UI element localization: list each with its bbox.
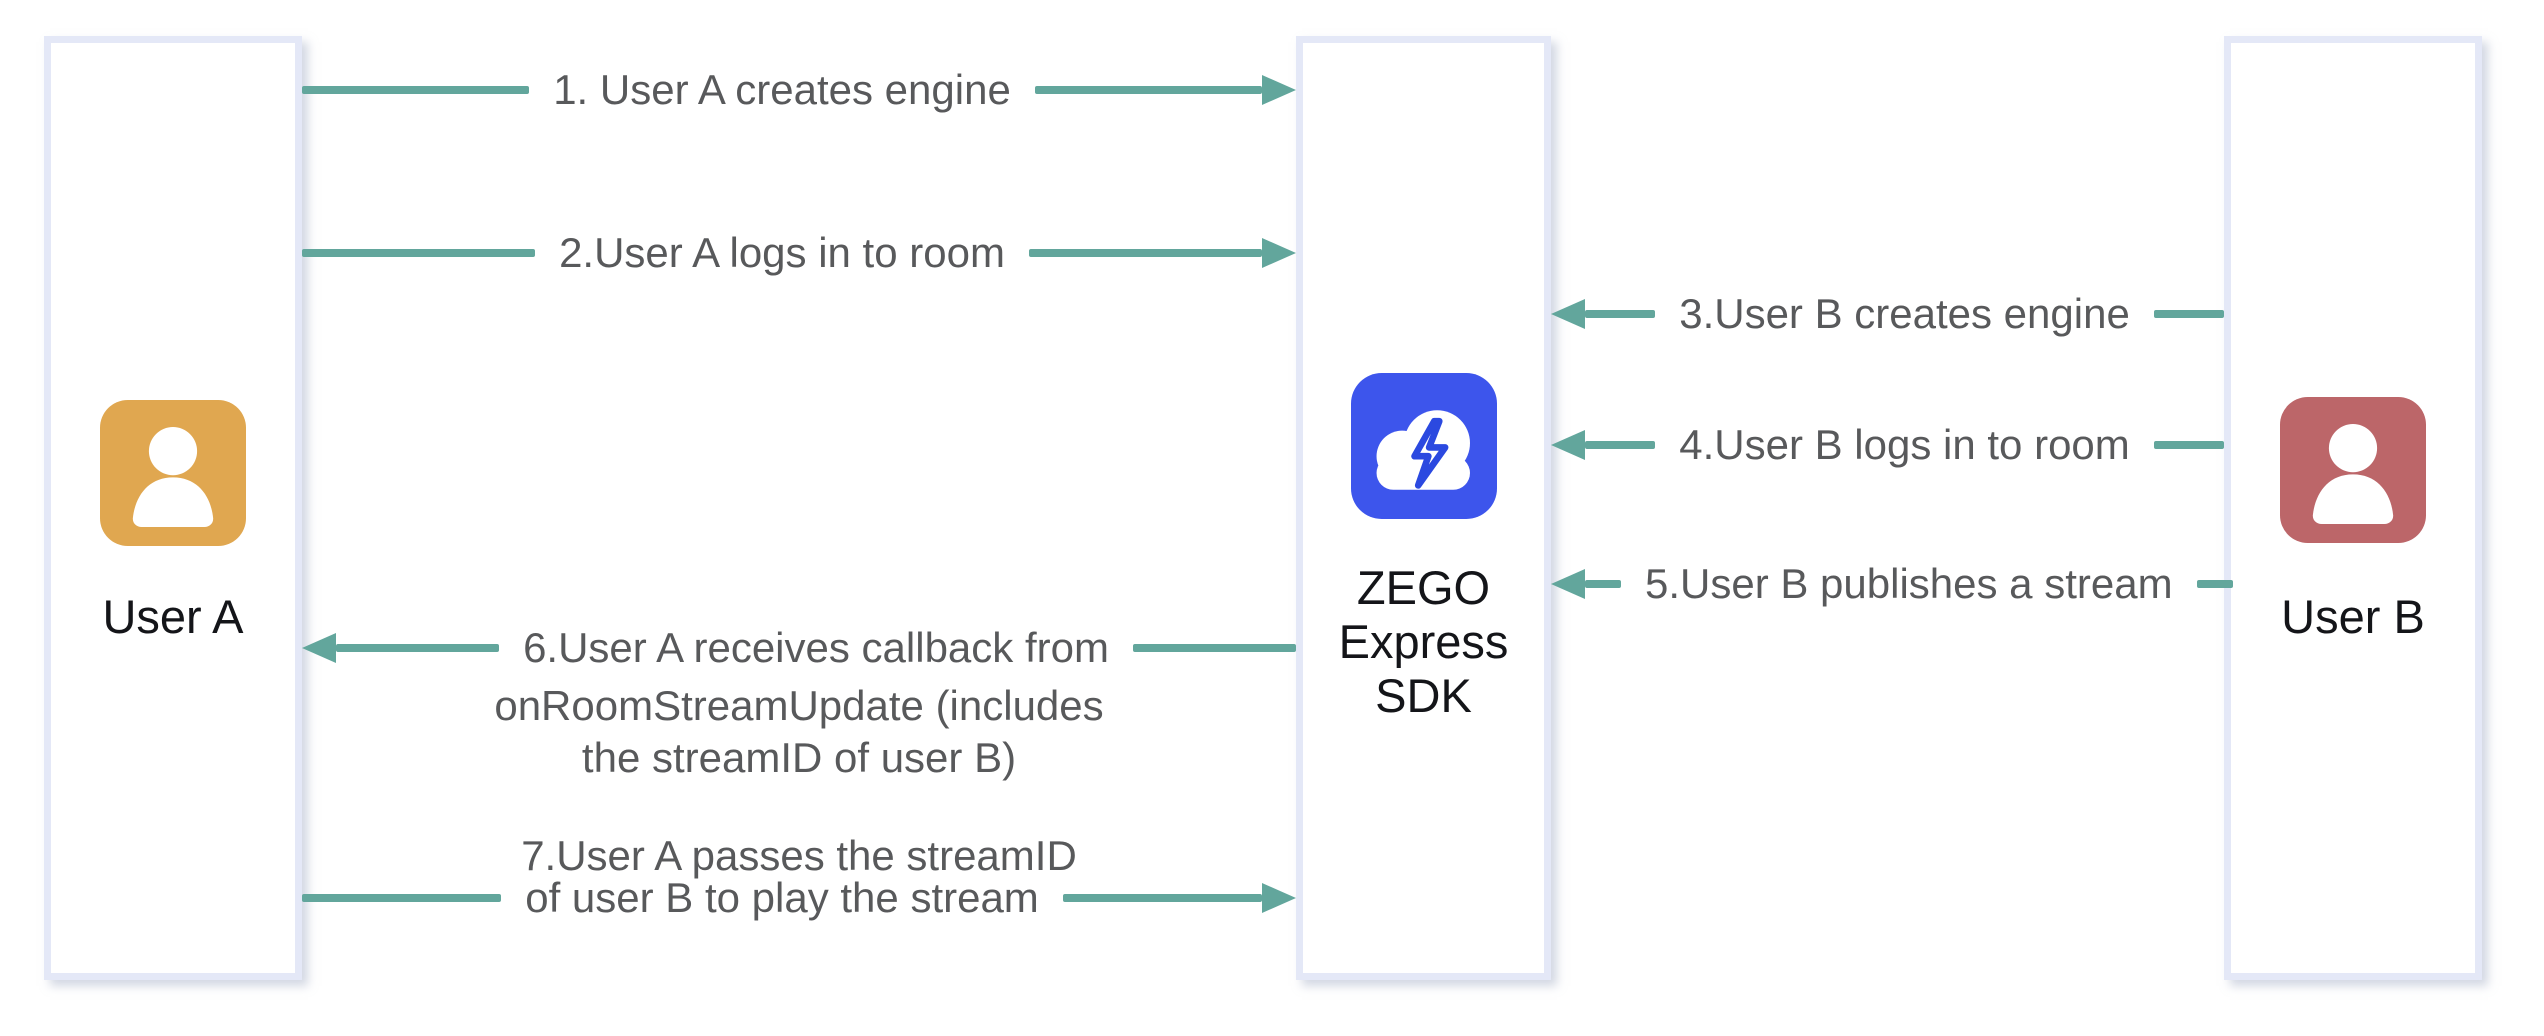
arrow-line: [302, 894, 502, 902]
arrowhead-right-icon: [1262, 238, 1297, 268]
arrow-line: [1034, 86, 1262, 94]
arrow-4-login-room-b: 4.User B logs in to room: [1551, 421, 2225, 469]
arrow-line: [1132, 644, 1297, 652]
arrow-2-login-room: 2.User A logs in to room: [302, 229, 1297, 277]
arrowhead-right-icon: [1262, 75, 1296, 105]
lifeline-user-a: User A: [44, 36, 302, 980]
arrow-line: [302, 249, 536, 257]
arrow-line: [2153, 310, 2225, 318]
arrow-5-label: 5.User B publishes a stream: [1645, 560, 2173, 607]
arrow-line: [1028, 249, 1263, 257]
arrowhead-right-icon: [1262, 883, 1297, 913]
arrow-1-create-engine: 1. User A creates engine: [302, 66, 1296, 114]
sdk-label: ZEGO Express SDK: [1338, 561, 1509, 722]
arrow-2-label: 2.User A logs in to room: [559, 229, 1005, 276]
arrow-line: [1062, 894, 1263, 902]
arrow-6-label: 6.User A receives callback from: [523, 624, 1109, 671]
user-a-label: User A: [102, 590, 244, 643]
user-b-label: User B: [2281, 590, 2425, 643]
arrowhead-left-icon: [302, 633, 336, 663]
arrow-line: [2196, 580, 2233, 588]
arrow-line: [1585, 580, 1621, 588]
arrow-6-receive-callback: 6.User A receives callback from: [302, 624, 1297, 672]
arrowhead-left-icon: [1551, 299, 1585, 329]
arrow-5-publish-stream: 5.User B publishes a stream: [1551, 560, 2233, 608]
person-icon: [100, 400, 246, 546]
arrow-line: [1585, 310, 1656, 318]
person-icon: [2280, 397, 2426, 543]
arrow-4-label: 4.User B logs in to room: [1679, 421, 2130, 468]
arrow-3-create-engine-b: 3.User B creates engine: [1551, 290, 2225, 338]
arrow-7-play-stream: of user B to play the stream: [302, 874, 1297, 922]
lifeline-user-b: User B: [2224, 36, 2482, 980]
arrow-6-label-extra: onRoomStreamUpdate (includes the streamI…: [494, 682, 1104, 781]
arrowhead-left-icon: [1551, 569, 1585, 599]
arrow-line: [1585, 441, 1656, 449]
arrow-line: [336, 644, 500, 652]
arrow-7-label-line1: 7.User A passes the streamID: [521, 832, 1077, 879]
arrowhead-left-icon: [1551, 430, 1585, 460]
cloud-lightning-icon: [1350, 373, 1497, 519]
arrow-line: [302, 86, 530, 94]
arrow-7-label-line2: of user B to play the stream: [525, 874, 1039, 921]
arrow-line: [2153, 441, 2225, 449]
lifeline-zego-express-sdk: ZEGO Express SDK: [1296, 36, 1551, 980]
arrow-3-label: 3.User B creates engine: [1679, 290, 2130, 337]
arrow-1-label: 1. User A creates engine: [553, 66, 1011, 113]
